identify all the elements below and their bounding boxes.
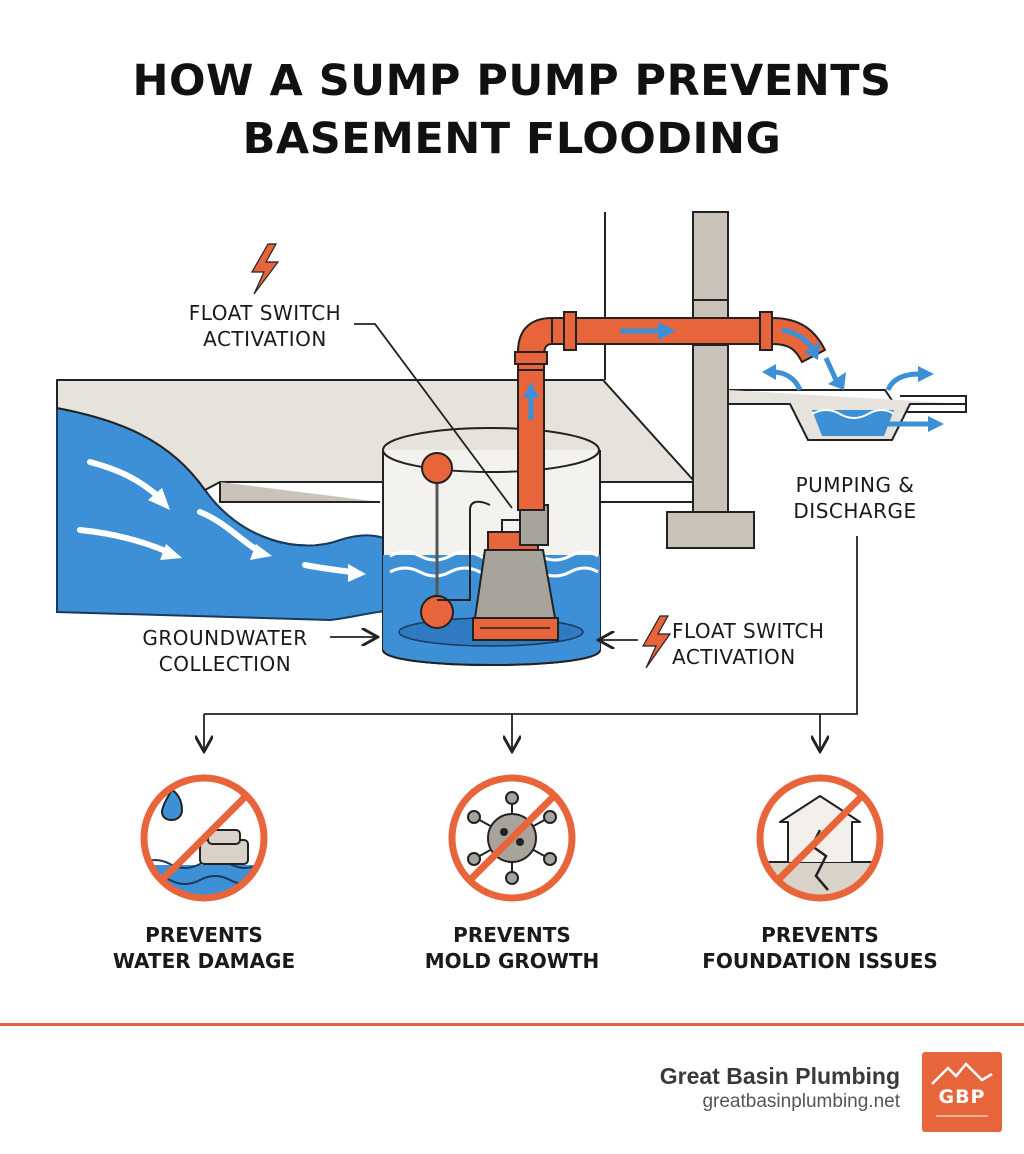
- float-upper: [421, 452, 453, 484]
- mold-prohibited-icon: [448, 774, 576, 902]
- discharge-pipe: [514, 311, 827, 511]
- groundwater-arrowheads: [148, 488, 366, 582]
- lightning-icon: [641, 615, 672, 669]
- water-damage-prohibited-icon: [140, 774, 268, 902]
- floor-slab-edge: [600, 482, 696, 503]
- flow-arrow: [302, 562, 355, 575]
- benefit-connectors: [204, 536, 858, 750]
- cracked-foundation-prohibited-icon: [756, 774, 884, 902]
- flow-arrow: [87, 459, 163, 501]
- gbp-logo: GBP: [922, 1052, 1002, 1132]
- floor-slab-front: [219, 482, 380, 503]
- label-float-switch-top: FLOAT SWITCH ACTIVATION: [188, 301, 342, 351]
- float-switch: [420, 452, 491, 629]
- label-pumping-discharge: PUMPING & DISCHARGE: [793, 473, 917, 523]
- benefit-foundation-issues: PREVENTS FOUNDATION ISSUES: [702, 923, 938, 973]
- float-lower: [420, 595, 454, 629]
- submersible-pump: [472, 504, 559, 641]
- foundation-wall: [692, 211, 729, 513]
- benefit-mold-growth: PREVENTS MOLD GROWTH: [424, 923, 600, 973]
- page-title: HOW A SUMP PUMP PREVENTS BASEMENT FLOODI…: [0, 52, 1024, 168]
- mountain-icon: [931, 1062, 993, 1117]
- footer-divider: [0, 1023, 1024, 1026]
- brand-url[interactable]: greatbasinplumbing.net: [702, 1091, 900, 1112]
- lightning-icon: [250, 243, 280, 295]
- title-line-2: BASEMENT FLOODING: [242, 114, 782, 164]
- brand-block: Great Basin Plumbing greatbasinplumbing.…: [660, 1062, 900, 1114]
- float-switch-leader-line: [354, 323, 513, 509]
- title-line-1: HOW A SUMP PUMP PREVENTS: [132, 56, 892, 106]
- label-groundwater-collection: GROUNDWATER COLLECTION: [142, 626, 308, 676]
- flow-arrow: [77, 527, 171, 555]
- logo-text: GBP: [938, 1086, 986, 1108]
- benefit-water-damage: PREVENTS WATER DAMAGE: [112, 923, 296, 973]
- discharge-basin: [727, 356, 967, 441]
- label-float-switch-bottom: FLOAT SWITCH ACTIVATION: [672, 619, 825, 669]
- wall-footing: [666, 511, 755, 549]
- brand-name: Great Basin Plumbing: [659, 1063, 900, 1089]
